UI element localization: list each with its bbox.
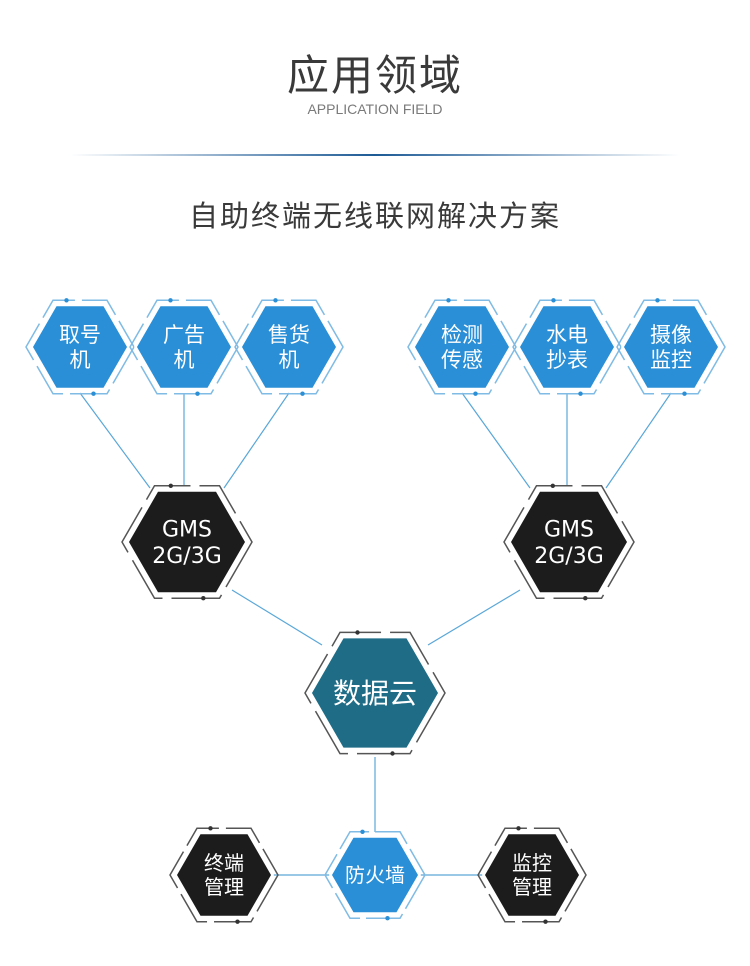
hex-frame <box>407 299 517 395</box>
hex-frame <box>304 631 446 755</box>
page-title: 应用领域 <box>286 51 463 100</box>
hex-label: 售货 <box>268 323 310 347</box>
hex-label: 管理 <box>512 875 552 899</box>
hex-frame <box>616 299 726 395</box>
hex-shape <box>520 306 614 388</box>
connection-line <box>79 392 151 489</box>
hex-frame <box>169 827 279 923</box>
hex-frame <box>477 827 587 923</box>
connection-line <box>605 392 672 489</box>
hex-shape <box>242 306 336 388</box>
hex-label: GMS <box>162 518 212 543</box>
solution-heading: 自助终端无线联网解决方案 <box>188 199 561 233</box>
hexagon-nodes: 取号机广告机售货机检测传感水电抄表摄像监控GMS2G/3GGMS2G/3G数据云… <box>25 298 726 924</box>
hex-label: 防火墙 <box>345 863 405 887</box>
hex-shape <box>511 491 627 593</box>
hex-label: 机 <box>279 348 300 372</box>
hex-frame <box>324 830 426 920</box>
hex-shape <box>485 834 579 916</box>
hex-label: 数据云 <box>333 677 417 710</box>
hex-label: 检测 <box>441 323 483 347</box>
hex-node-cloud: 数据云 <box>304 630 446 756</box>
hex-frame <box>503 484 635 600</box>
hex-label: 广告 <box>163 323 205 347</box>
divider-line <box>70 154 680 156</box>
hex-shape <box>332 837 418 913</box>
hex-label: 机 <box>174 348 195 372</box>
hex-label: 2G/3G <box>152 544 222 569</box>
connection-lines <box>79 392 672 876</box>
hex-frame <box>25 299 135 395</box>
hex-label: 2G/3G <box>534 544 604 569</box>
hex-label: 水电 <box>546 323 588 347</box>
hex-shape <box>177 834 271 916</box>
connection-line <box>427 589 521 646</box>
hex-label: 传感 <box>441 348 483 372</box>
hex-frame <box>234 299 344 395</box>
hex-shape <box>415 306 509 388</box>
hex-shape <box>33 306 127 388</box>
hex-shape <box>137 306 231 388</box>
hex-label: 终端 <box>204 851 244 875</box>
hex-label: GMS <box>544 518 594 543</box>
hex-frame <box>512 299 622 395</box>
hex-label: 机 <box>70 348 91 372</box>
hex-frame <box>121 484 253 600</box>
connection-line <box>461 392 531 489</box>
connection-line <box>223 392 290 489</box>
hex-label: 摄像 <box>650 323 692 347</box>
hex-label: 监控 <box>650 348 692 372</box>
hex-node-queue: 取号机 <box>25 298 135 396</box>
hex-label: 监控 <box>512 851 552 875</box>
connection-line <box>231 589 323 646</box>
hex-node-firewall: 防火墙 <box>324 829 426 921</box>
hex-shape <box>312 638 438 748</box>
hex-node-vending: 售货机 <box>234 298 344 396</box>
hex-label: 抄表 <box>546 348 588 372</box>
page-subtitle: APPLICATION FIELD <box>307 101 443 117</box>
hex-node-ad: 广告机 <box>129 298 239 396</box>
hex-label: 取号 <box>59 323 101 347</box>
hex-shape <box>624 306 718 388</box>
hex-frame <box>129 299 239 395</box>
hex-shape <box>129 491 245 593</box>
hex-label: 管理 <box>204 875 244 899</box>
